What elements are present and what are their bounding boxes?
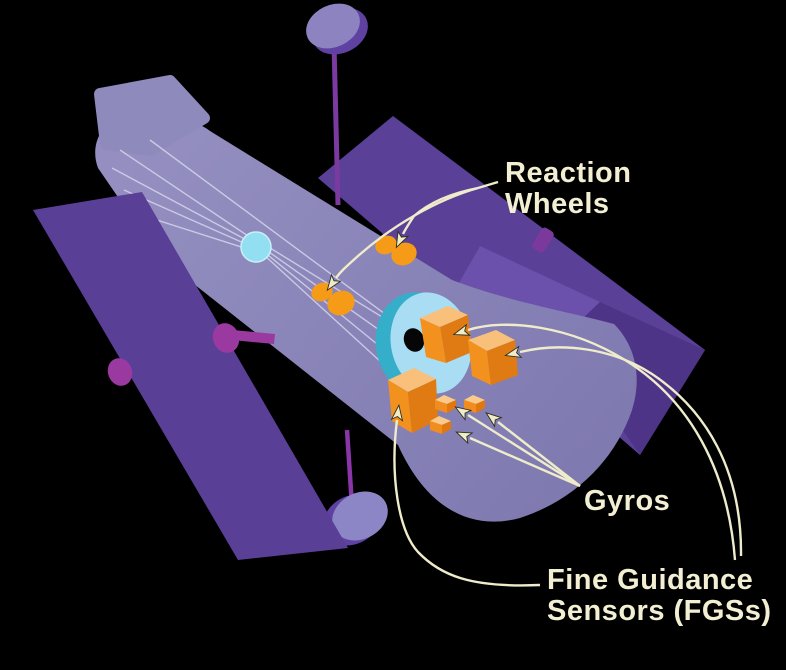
- antenna-dish-bottom-face: [332, 491, 388, 541]
- panel-mount-outer: [107, 358, 133, 386]
- antenna-dish-top-face: [306, 3, 360, 49]
- label-reaction-wheels-line2: Wheels: [505, 188, 610, 220]
- label-fgs-line1: Fine Guidance: [547, 564, 753, 596]
- panel-mount-bar: [232, 330, 275, 344]
- gyro-cube-1: [435, 395, 456, 413]
- solar-panel-right-hinge: [532, 227, 554, 253]
- callout-labels: Reaction Wheels Gyros Fine Guidance Sens…: [505, 157, 772, 627]
- reaction-wheel: [327, 290, 355, 316]
- high-gain-antenna-top: [306, 3, 368, 206]
- arrow-fgs-right-outer: [504, 345, 743, 557]
- label-gyros: Gyros: [584, 485, 670, 517]
- aperture-door: [94, 75, 210, 156]
- gyros: [430, 395, 485, 434]
- antenna-boom-top: [331, 43, 341, 206]
- arrow-reaction-wheel-lower: [326, 186, 479, 292]
- arrow-fgs-right-inner: [452, 323, 737, 561]
- solar-panel-left-base: [33, 192, 348, 560]
- arrow-gyro-2: [485, 411, 581, 487]
- fgs-box-right: [468, 330, 518, 385]
- label-fgs-line2: Sensors (FGSs): [547, 595, 772, 627]
- arrow-gyro-3: [455, 431, 581, 488]
- label-reaction-wheels-line1: Reaction: [505, 157, 631, 189]
- gyro-cube-3: [430, 416, 451, 434]
- secondary-mirror: [240, 231, 272, 263]
- arrow-fgs-left: [390, 403, 541, 587]
- solar-panel-left: [33, 192, 348, 560]
- reaction-wheel: [375, 235, 397, 255]
- callout-arrows: [326, 180, 743, 587]
- focal-plane-aperture: [403, 328, 425, 352]
- reaction-wheels-connector: [477, 180, 499, 190]
- antenna-boom-bottom: [344, 429, 355, 507]
- panel-mount-left: [212, 323, 240, 353]
- fine-guidance-sensors: [388, 306, 518, 433]
- reaction-wheels: [311, 235, 417, 316]
